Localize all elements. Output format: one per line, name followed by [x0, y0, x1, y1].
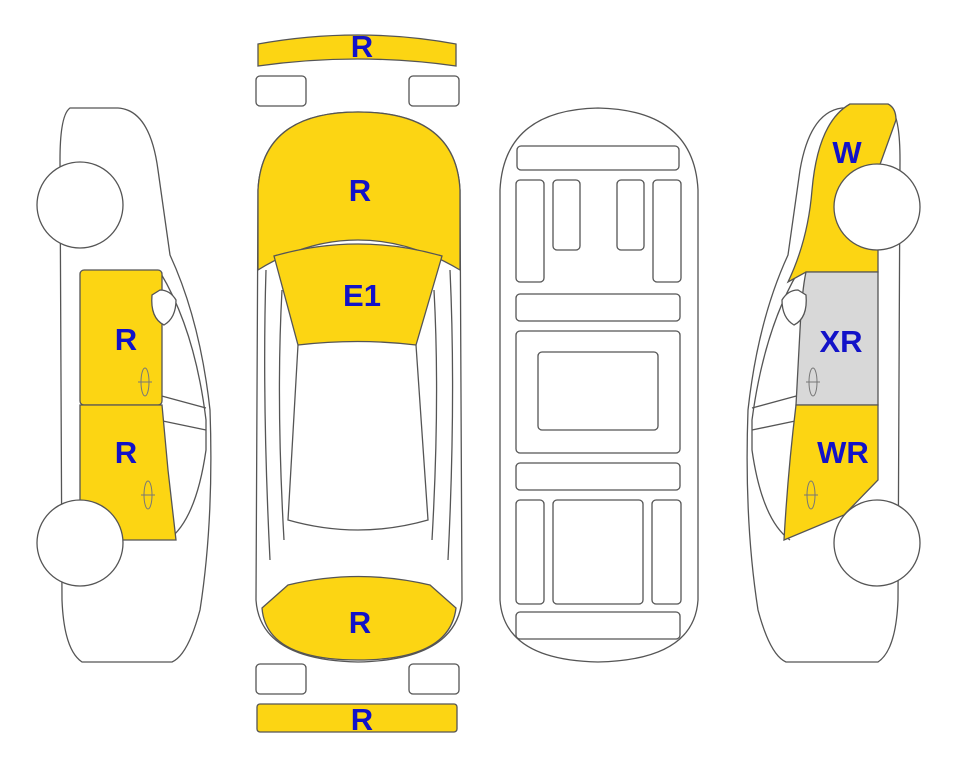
left-mirror [151, 289, 177, 326]
windshield[interactable] [273, 243, 443, 346]
front-bumper-label: R [351, 29, 373, 64]
rear-left-light [255, 663, 307, 695]
front-bumper[interactable] [257, 34, 457, 67]
hood-label: R [349, 173, 371, 208]
left-rear-wheel [36, 499, 124, 587]
right-door-handles [804, 367, 820, 510]
right-rear-door-label: WR [817, 435, 869, 470]
left-front-door-label: R [115, 322, 137, 357]
right-front-door-label: XR [819, 324, 862, 359]
right-front-fender-label: W [832, 135, 862, 170]
top-view: R R E1 R R [255, 29, 463, 737]
underbody-view [499, 107, 699, 663]
left-side-windows [159, 271, 207, 541]
roof-outline [287, 344, 429, 531]
rear-bumper-label: R [351, 702, 373, 737]
right-side-windows [751, 271, 799, 541]
hood[interactable] [257, 111, 461, 272]
left-door-handles [138, 367, 155, 510]
right-mirror [781, 289, 807, 326]
right-rear-wheel [833, 499, 921, 587]
left-side-view: R R [36, 107, 212, 663]
rear-right-light [408, 663, 460, 695]
windshield-label: E1 [343, 278, 381, 313]
left-front-wheel [36, 161, 124, 249]
trunk-lid-label: R [349, 605, 371, 640]
right-side-view: W XR WR [746, 103, 921, 663]
front-left-light [255, 75, 307, 107]
left-rear-door-label: R [115, 435, 137, 470]
front-right-light [408, 75, 460, 107]
right-front-wheel [833, 163, 921, 251]
trunk-lid[interactable] [261, 575, 457, 661]
side-pillars [264, 269, 454, 561]
rear-bumper[interactable] [256, 703, 458, 733]
